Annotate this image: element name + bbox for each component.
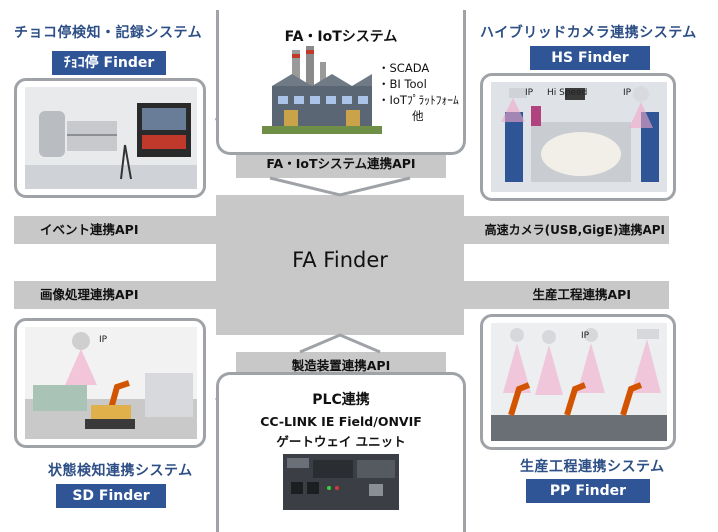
production-process-heading: 生産工程連携システム xyxy=(520,459,665,475)
sd-photo xyxy=(25,327,197,439)
process-api-label: 生産工程連携API xyxy=(532,287,632,302)
state-detect-heading: 状態検知連携システム xyxy=(48,463,193,479)
event-api-bar: イベント連携API xyxy=(14,216,217,244)
chokotei-heading: チョコ停検知・記録システム xyxy=(14,25,203,41)
chokotei-photo xyxy=(25,87,197,189)
fa-iot-api-label: FA・IoTシステム連携API xyxy=(266,156,416,171)
hs-hispeed-label: Hi Speed xyxy=(547,88,588,98)
hs-ip-label-right: IP xyxy=(623,88,632,98)
hs-image-frame: IP Hi Speed IP xyxy=(480,73,676,201)
pp-ip-label: IP xyxy=(581,331,590,341)
plc-line2: ゲートウェイ ユニット xyxy=(276,434,406,449)
equipment-api-label: 製造装置連携API xyxy=(291,358,391,373)
factory-illustration xyxy=(262,46,382,134)
gateway-unit-illustration xyxy=(283,454,399,510)
pp-finder-badge: PP Finder xyxy=(526,479,650,503)
hs-photo xyxy=(491,82,667,192)
fa-iot-bullet-other: 他 xyxy=(412,109,424,123)
plc-line1: CC-LINK IE Field/ONVIF xyxy=(260,414,422,429)
plc-title: PLC連携 xyxy=(312,392,370,408)
camera-api-bar: 高速カメラ(USB,GigE)連携API xyxy=(463,216,669,244)
event-api-label: イベント連携API xyxy=(40,222,139,237)
pp-photo xyxy=(491,323,667,441)
sd-ip-label: IP xyxy=(99,335,108,345)
fa-iot-bullet-scada: ・SCADA xyxy=(378,61,430,75)
image-api-bar: 画像処理連携API xyxy=(14,281,217,309)
hs-ip-label-left: IP xyxy=(525,88,534,98)
chokotei-image-frame xyxy=(14,78,206,198)
fa-iot-title: FA・IoTシステム xyxy=(284,29,398,45)
fa-finder-hub xyxy=(216,195,464,335)
sd-finder-badge: SD Finder xyxy=(56,484,166,508)
sd-image-frame: IP xyxy=(14,318,206,448)
fa-iot-bullet-bitool: ・BI Tool xyxy=(378,77,427,91)
process-api-bar: 生産工程連携API xyxy=(463,281,669,309)
fa-iot-bullet-iot: ・IoTﾌﾟﾗｯﾄﾌｫｰﾑ xyxy=(378,93,459,107)
hs-finder-badge: HS Finder xyxy=(530,46,650,70)
image-api-label: 画像処理連携API xyxy=(40,287,139,302)
hybrid-camera-heading: ハイブリッドカメラ連携システム xyxy=(480,25,697,41)
pp-image-frame: IP xyxy=(480,314,676,450)
chokotei-finder-badge: ﾁｮｺ停 Finder xyxy=(52,51,166,75)
fa-finder-label: FA Finder xyxy=(292,248,388,272)
camera-api-label: 高速カメラ(USB,GigE)連携API xyxy=(484,223,665,237)
